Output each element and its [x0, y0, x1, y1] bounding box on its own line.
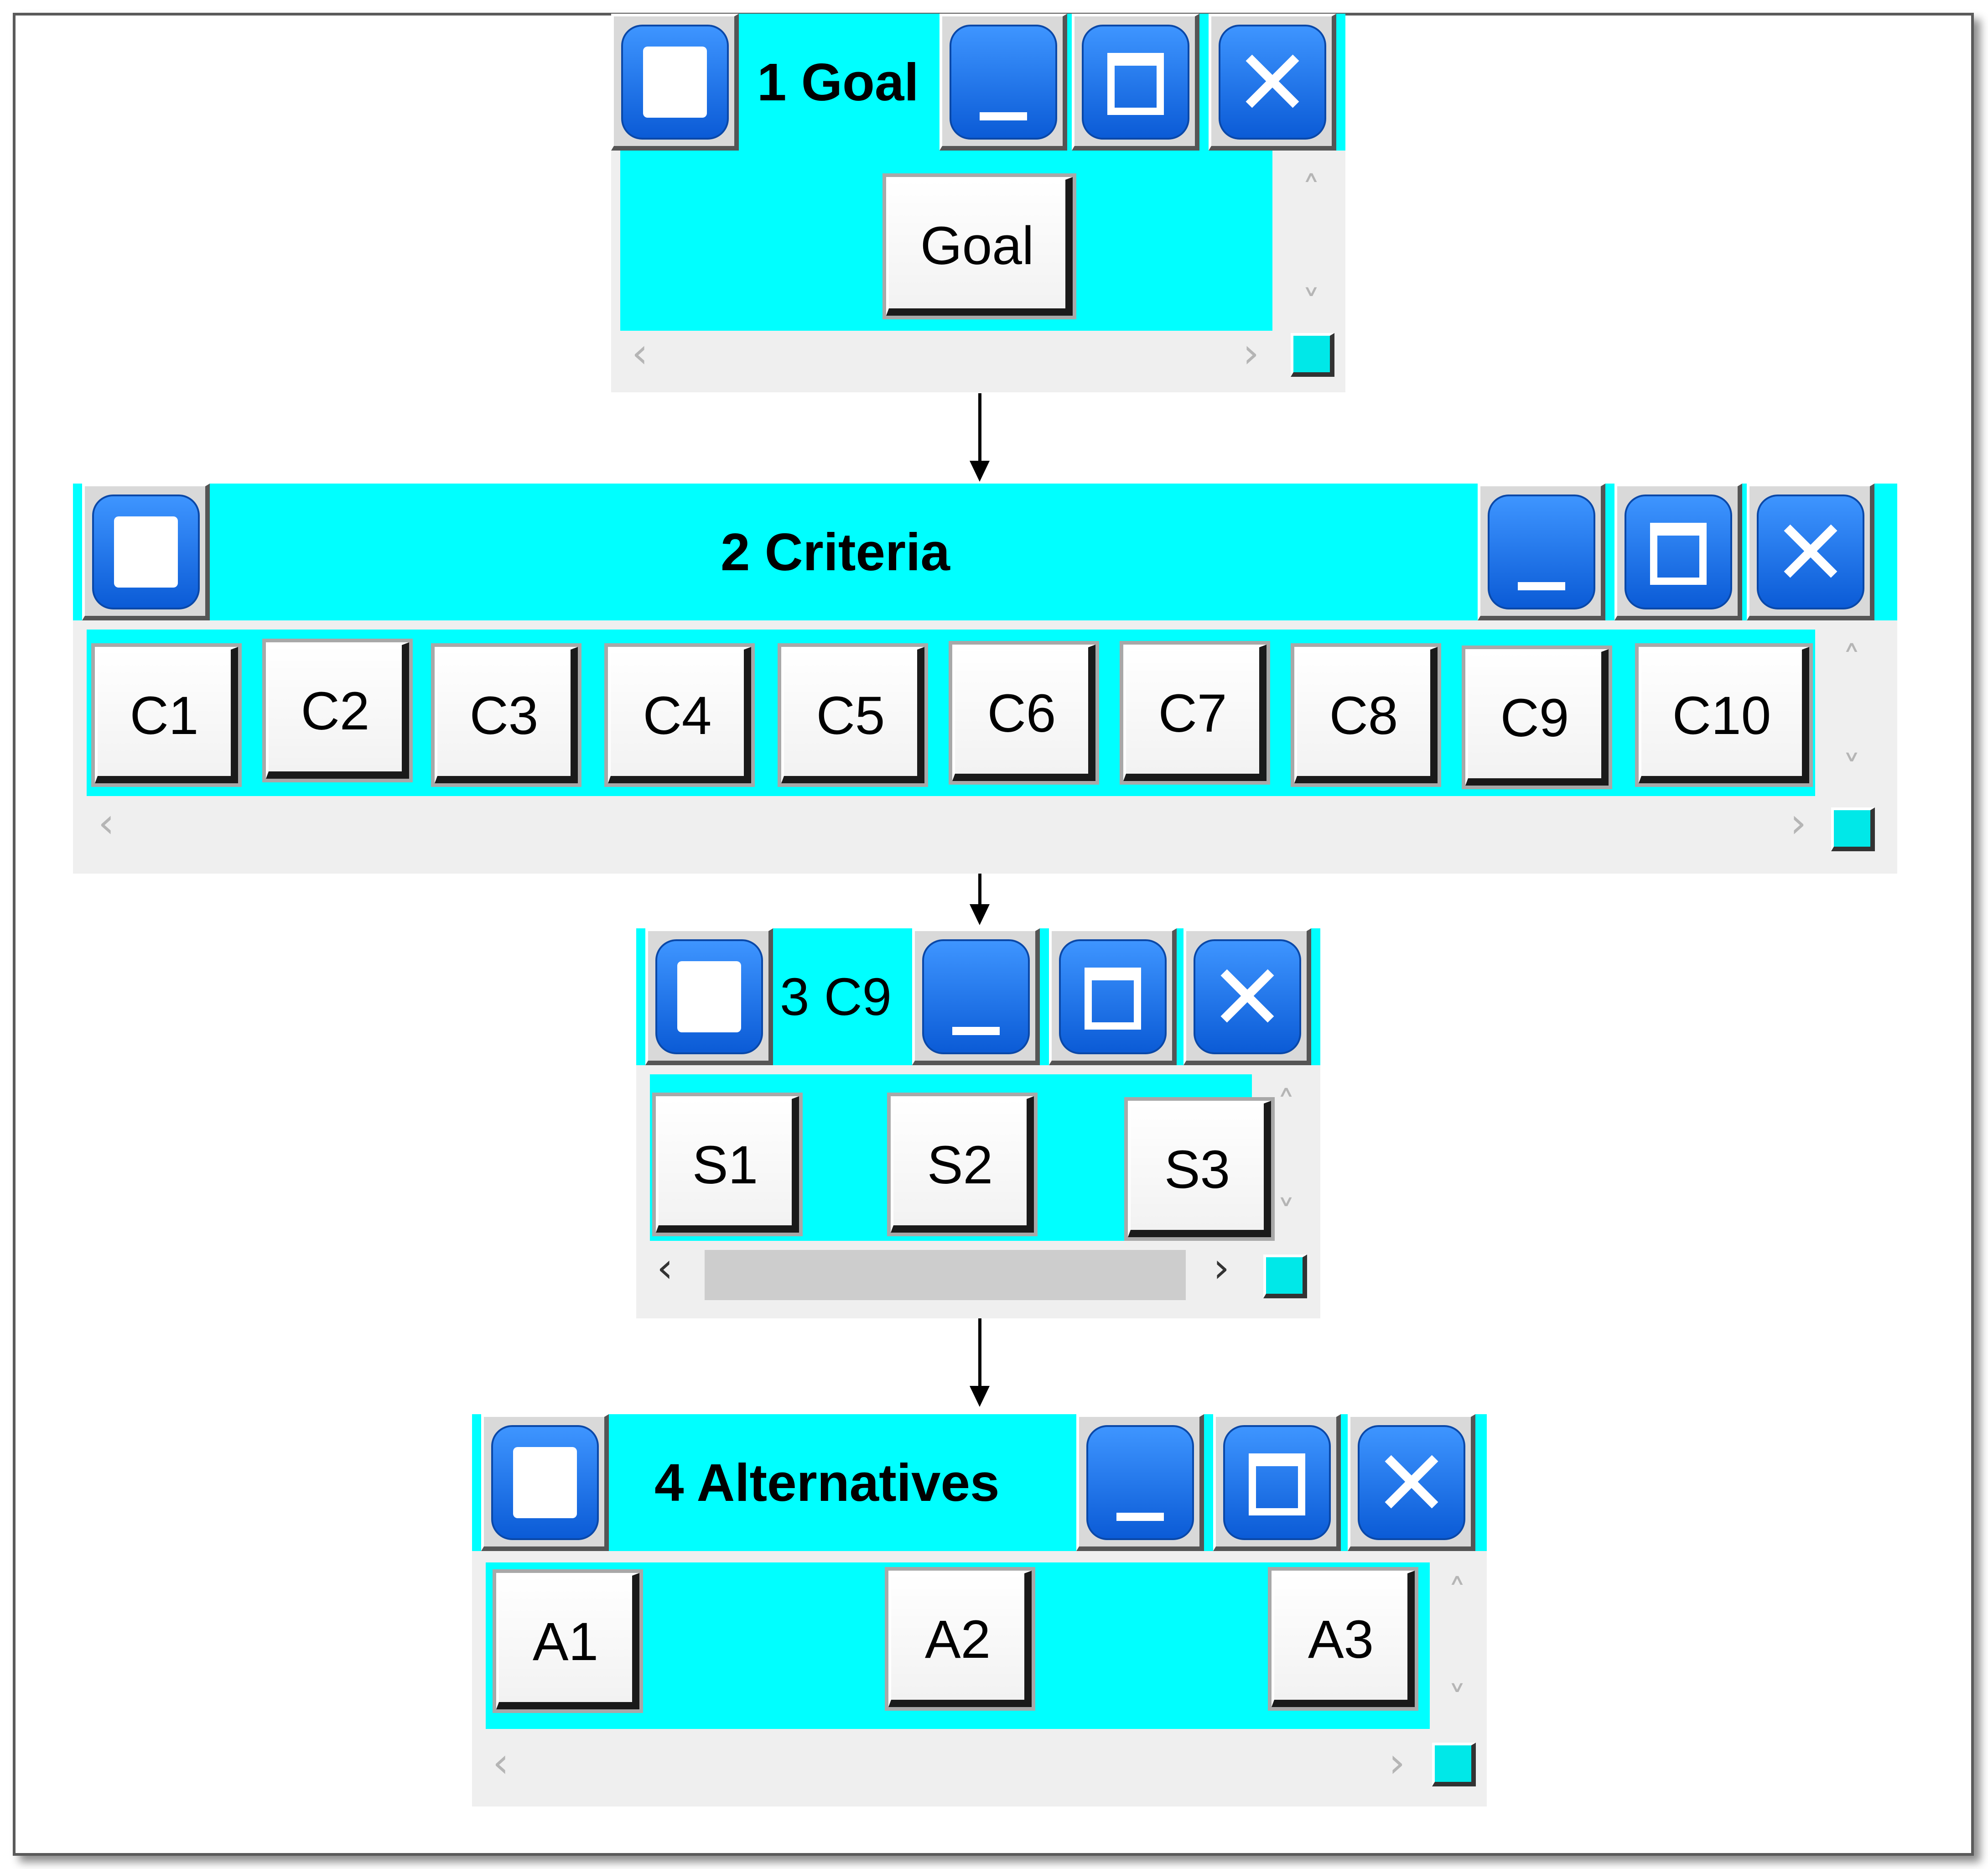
goal-scroll-up[interactable]: ˄ [1302, 169, 1320, 211]
node-a1[interactable]: A1 [493, 1569, 643, 1713]
c9-panel: 3 C9 ✕ S1 S2 S3 ˄ ˅ ‹ › [636, 928, 1320, 1318]
node-c7[interactable]: C7 [1120, 641, 1270, 785]
close-icon: ✕ [1358, 1425, 1465, 1540]
arrow-goal-to-criteria [978, 393, 981, 462]
node-c3[interactable]: C3 [431, 643, 581, 787]
criteria-panel: 2 Criteria ✕ C1 C2 C3 C4 C5 C6 C7 C8 C9 … [73, 484, 1897, 874]
criteria-resize-grip[interactable] [1831, 807, 1875, 851]
goal-title: 1 Goal [757, 52, 919, 112]
goal-panel: 1 Goal ✕ Goal ˄ ˅ ‹ › [611, 14, 1345, 392]
goal-minimize-button[interactable] [939, 14, 1067, 151]
minimize-icon [950, 25, 1057, 140]
node-c5[interactable]: C5 [778, 643, 928, 787]
alternatives-close-button[interactable]: ✕ [1348, 1414, 1475, 1551]
arrow-goal-to-criteria-head [970, 461, 990, 482]
node-c6[interactable]: C6 [949, 641, 1099, 785]
alternatives-maximize-button[interactable] [1213, 1414, 1341, 1551]
close-icon: ✕ [1194, 939, 1301, 1054]
node-c2[interactable]: C2 [262, 639, 413, 782]
c9-scroll-down[interactable]: ˅ [1277, 1193, 1295, 1235]
node-c8[interactable]: C8 [1291, 643, 1441, 787]
window-restore-icon [92, 495, 200, 609]
goal-scroll-left[interactable]: ‹ [632, 329, 648, 377]
c9-maximize-button[interactable] [1049, 928, 1177, 1065]
c9-scrollbar-thumb[interactable] [705, 1250, 1186, 1300]
goal-resize-grip[interactable] [1291, 333, 1334, 377]
node-s3[interactable]: S3 [1124, 1097, 1275, 1241]
window-restore-icon [621, 25, 729, 140]
alternatives-content-area: A1 A2 A3 [486, 1562, 1430, 1729]
alternatives-scroll-down[interactable]: ˅ [1448, 1679, 1466, 1721]
alternatives-scroll-right[interactable]: › [1389, 1739, 1405, 1787]
maximize-icon [1082, 25, 1189, 140]
node-c4[interactable]: C4 [604, 643, 755, 787]
node-c10[interactable]: C10 [1635, 643, 1813, 787]
node-s2[interactable]: S2 [887, 1093, 1038, 1236]
c9-content-area: S1 S2 S3 [650, 1074, 1275, 1241]
criteria-scroll-right[interactable]: › [1790, 799, 1806, 847]
minimize-icon [922, 939, 1030, 1054]
criteria-restore-button[interactable] [82, 484, 210, 620]
goal-close-button[interactable]: ✕ [1209, 14, 1336, 151]
alternatives-restore-button[interactable] [481, 1414, 609, 1551]
criteria-maximize-button[interactable] [1614, 484, 1742, 620]
criteria-scroll-up[interactable]: ˄ [1843, 639, 1861, 681]
goal-scroll-down[interactable]: ˅ [1302, 283, 1320, 325]
node-goal[interactable]: Goal [882, 173, 1076, 319]
alternatives-title: 4 Alternatives [654, 1453, 1000, 1512]
goal-content-area: Goal [620, 151, 1272, 331]
node-a2[interactable]: A2 [885, 1567, 1035, 1711]
arrow-criteria-to-c9-head [970, 904, 990, 925]
window-restore-icon [491, 1425, 599, 1540]
c9-restore-button[interactable] [645, 928, 773, 1065]
maximize-icon [1059, 939, 1167, 1054]
criteria-scroll-left[interactable]: ‹ [98, 799, 114, 847]
alternatives-resize-grip[interactable] [1432, 1743, 1476, 1786]
alternatives-scroll-up[interactable]: ˄ [1448, 1572, 1466, 1614]
node-s1[interactable]: S1 [652, 1093, 803, 1236]
goal-maximize-button[interactable] [1072, 14, 1199, 151]
maximize-icon [1223, 1425, 1331, 1540]
arrow-criteria-to-c9 [978, 874, 981, 906]
goal-restore-button[interactable] [611, 14, 739, 151]
criteria-content-area: C1 C2 C3 C4 C5 C6 C7 C8 C9 C10 [87, 630, 1815, 796]
c9-minimize-button[interactable] [912, 928, 1040, 1065]
minimize-icon [1488, 495, 1595, 609]
close-icon: ✕ [1219, 25, 1326, 140]
goal-scroll-right[interactable]: › [1243, 329, 1259, 377]
c9-close-button[interactable]: ✕ [1183, 928, 1311, 1065]
criteria-minimize-button[interactable] [1478, 484, 1605, 620]
alternatives-panel: 4 Alternatives ✕ A1 A2 A3 ˄ ˅ ‹ › [472, 1414, 1487, 1807]
criteria-scroll-down[interactable]: ˅ [1843, 748, 1861, 791]
window-restore-icon [655, 939, 763, 1054]
node-c9[interactable]: C9 [1462, 646, 1612, 789]
node-a3[interactable]: A3 [1268, 1567, 1418, 1711]
maximize-icon [1625, 495, 1732, 609]
criteria-close-button[interactable]: ✕ [1747, 484, 1874, 620]
arrow-c9-to-alternatives [978, 1318, 981, 1387]
c9-scroll-left[interactable]: ‹ [657, 1244, 673, 1292]
alternatives-minimize-button[interactable] [1076, 1414, 1204, 1551]
arrow-c9-to-alternatives-head [970, 1386, 990, 1407]
criteria-title: 2 Criteria [721, 522, 950, 582]
node-c1[interactable]: C1 [91, 643, 242, 787]
c9-scroll-up[interactable]: ˄ [1277, 1083, 1295, 1126]
c9-scroll-right[interactable]: › [1213, 1244, 1230, 1292]
close-icon: ✕ [1757, 495, 1864, 609]
minimize-icon [1086, 1425, 1194, 1540]
c9-resize-grip[interactable] [1263, 1255, 1307, 1298]
c9-title: 3 C9 [780, 967, 892, 1026]
alternatives-scroll-left[interactable]: ‹ [493, 1739, 509, 1787]
